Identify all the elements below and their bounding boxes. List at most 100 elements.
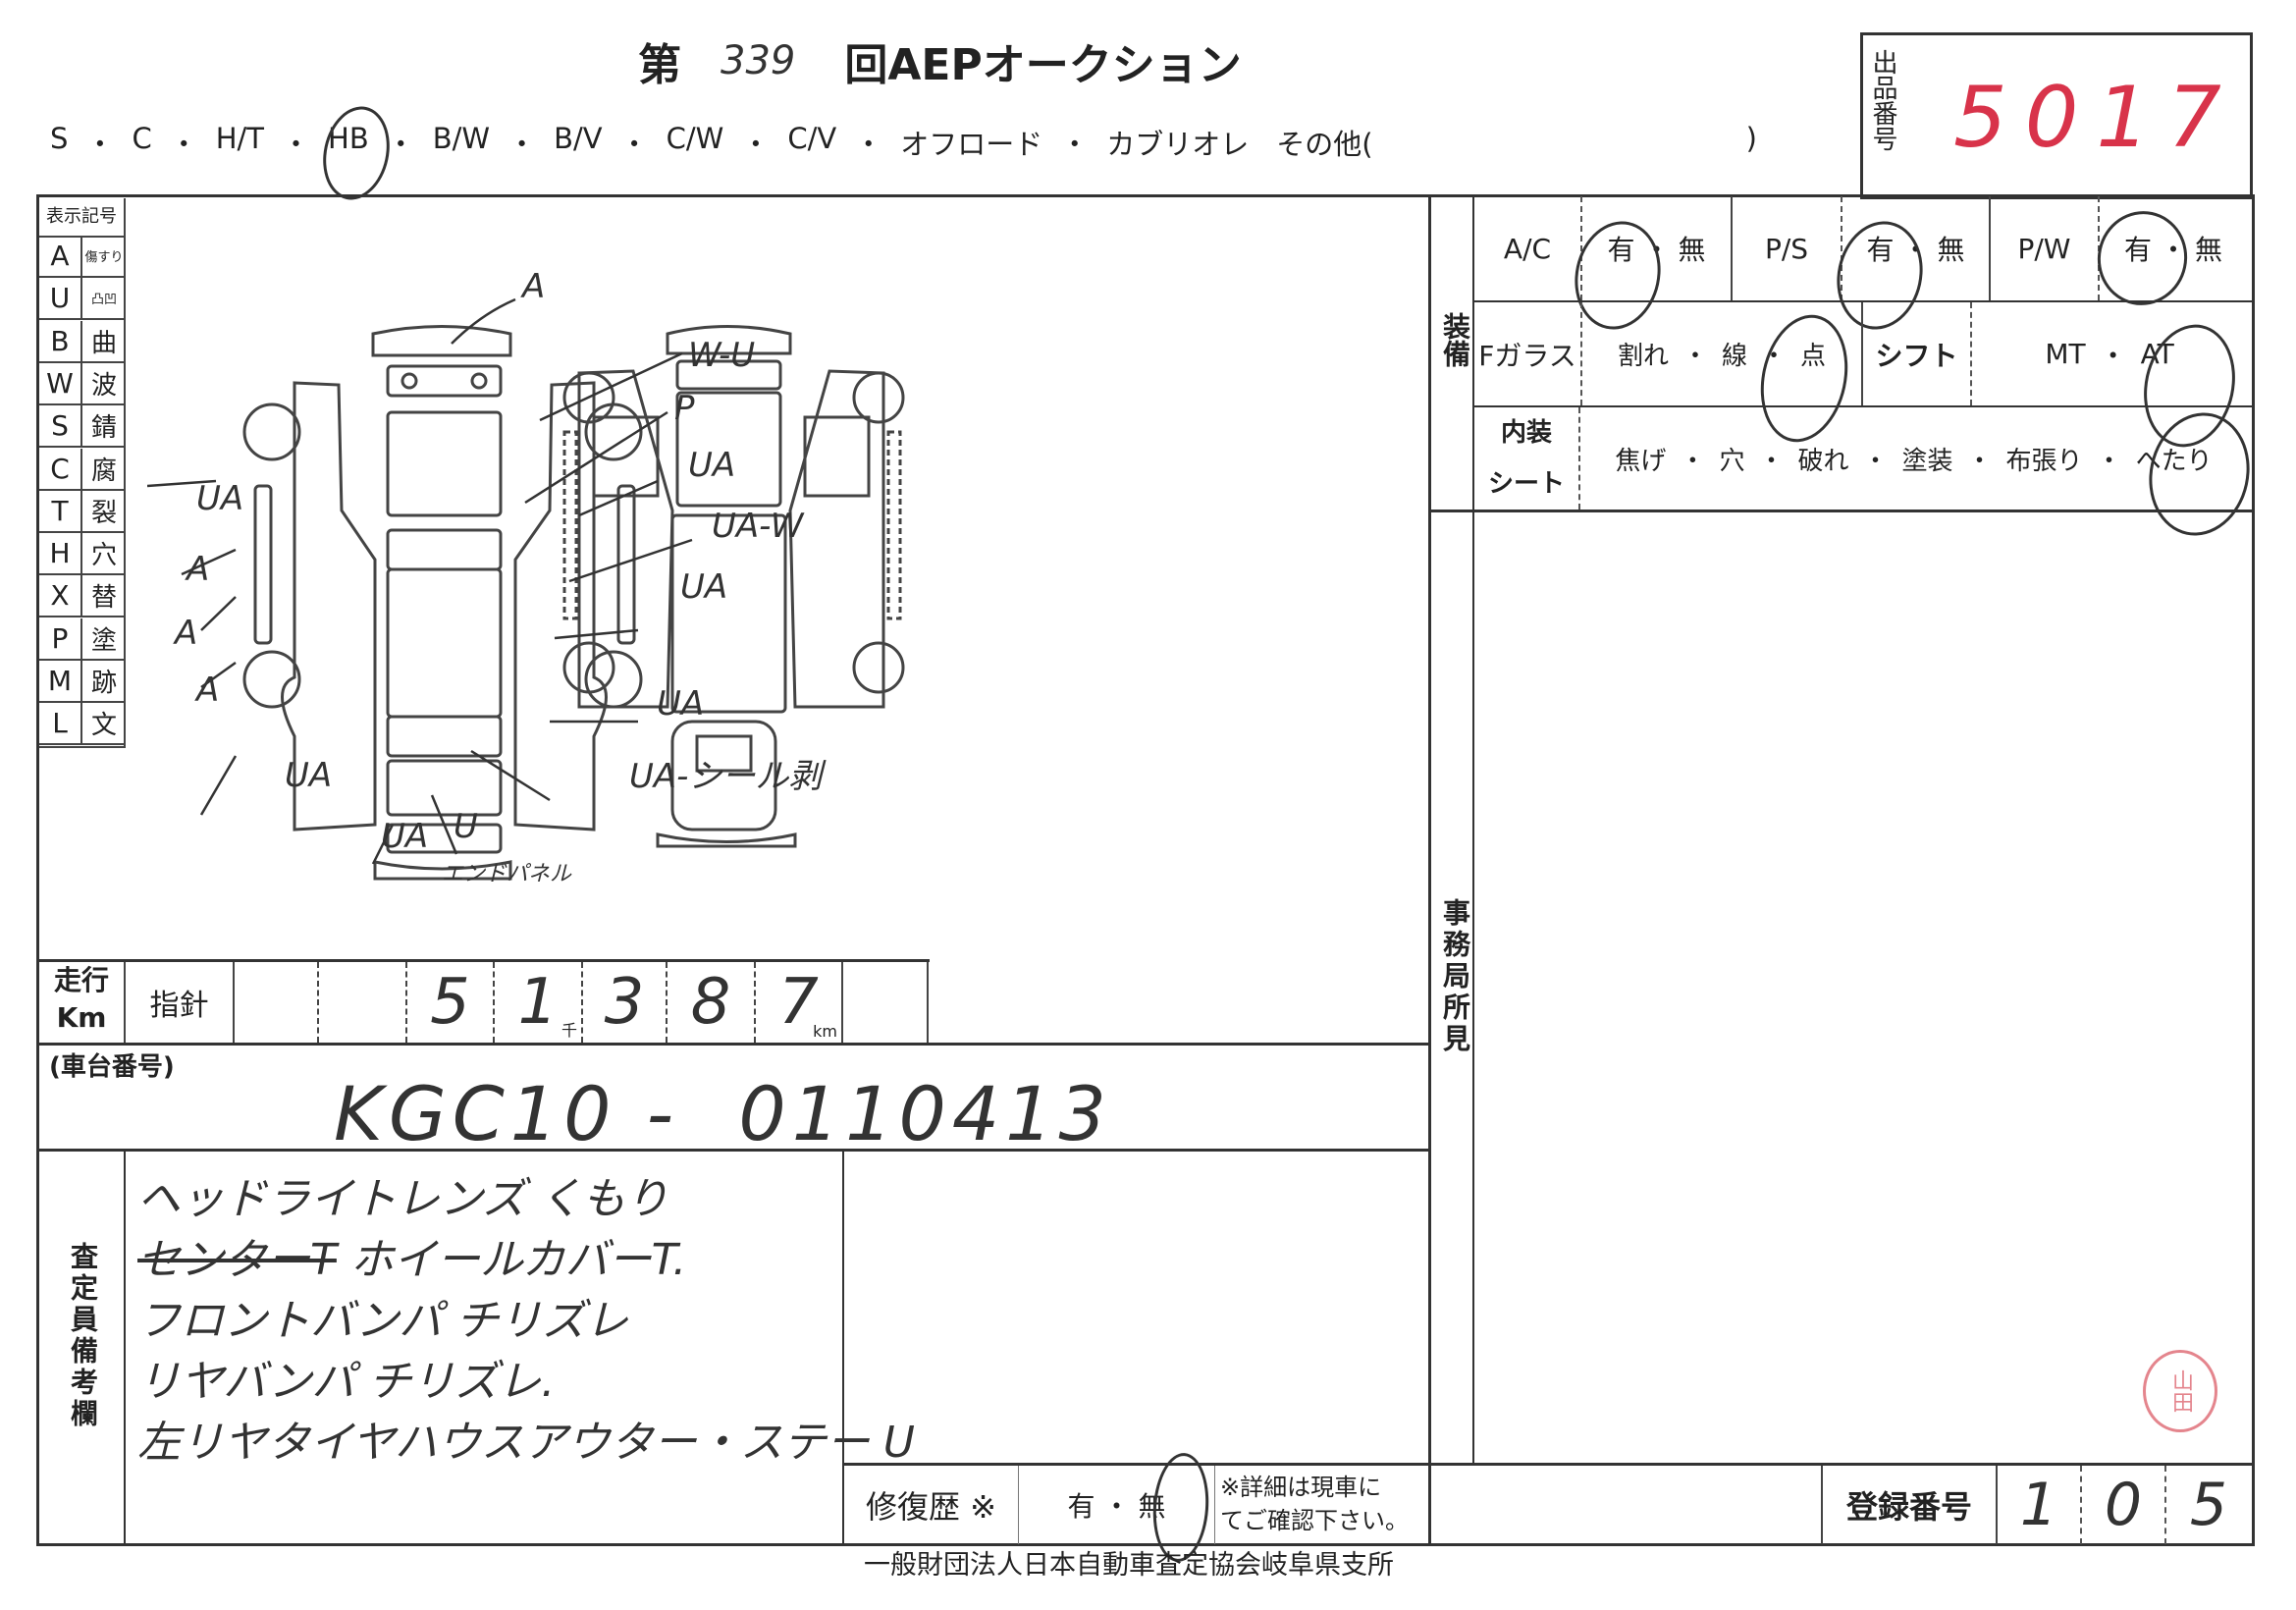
option-shift-opts[interactable]: AT <box>2140 338 2174 370</box>
repair-yes[interactable]: 有 <box>1067 1490 1095 1523</box>
ps-label: P/S <box>1764 232 1809 265</box>
mileage-digit-cell[interactable] <box>235 962 319 1043</box>
mileage-digit-cell[interactable]: 5 <box>407 962 495 1043</box>
legend-code: C <box>39 448 82 489</box>
option-glass-opts[interactable]: 線 <box>1721 342 1747 371</box>
repair-history-options[interactable]: 有・無 <box>1019 1466 1215 1544</box>
body-type-option[interactable]: B/W <box>432 122 491 155</box>
damage-annotation: P <box>674 389 695 428</box>
body-type-other-label: その他( <box>1276 128 1373 161</box>
legend-meaning: 傷すり <box>84 250 124 265</box>
auction-title: 第 339 回AEPオークション <box>638 29 1242 92</box>
mileage-digit-cell[interactable]: 8 <box>667 962 756 1043</box>
body-type-option[interactable]: H/T <box>215 122 264 155</box>
option-glass-opts[interactable]: 割れ <box>1617 342 1669 371</box>
body-type-other-close: ) <box>1745 122 1757 155</box>
body-type-row: S・C・H/T・HB・B/W・B/V・C/W・C/V・オフロード・カブリオレその… <box>44 122 1757 163</box>
repair-note-1: ※詳細は現車に <box>1220 1474 1382 1501</box>
option-interior-opts[interactable]: へたり <box>2135 446 2213 476</box>
option-interior-opts[interactable]: 塗装 <box>1901 446 1953 476</box>
legend-code: W <box>39 362 82 403</box>
pw-yes[interactable]: 有 <box>2123 234 2152 266</box>
office-remarks-label: 事務局所見 <box>1439 898 1471 1055</box>
mileage-digit-cell[interactable] <box>319 962 407 1043</box>
option-shift-opts[interactable]: MT <box>2045 338 2086 370</box>
equip-section-bottom <box>1428 510 2255 512</box>
pw-no[interactable]: 無 <box>2195 234 2223 266</box>
body-type-option[interactable]: カブリオレ <box>1106 128 1250 161</box>
mileage-top-border <box>36 959 930 962</box>
legend-meaning: 腐 <box>90 456 117 486</box>
body-type-option[interactable]: S <box>50 122 69 155</box>
ps-options[interactable]: 有・無 <box>1841 196 1991 300</box>
chassis-label: (車台番号) <box>49 1052 175 1082</box>
option-separator: ・ <box>2096 446 2122 476</box>
registration-digit-cell[interactable]: 5 <box>2166 1466 2251 1544</box>
option-interior-opts[interactable]: 布張り <box>2005 446 2083 476</box>
damage-annotation: UA <box>680 567 728 607</box>
shift-options[interactable]: MT ・ AT <box>1970 302 2247 405</box>
body-type-option[interactable]: C/V <box>787 122 837 155</box>
mileage-digit-cell[interactable] <box>843 962 929 1043</box>
legend-code: P <box>39 617 82 659</box>
footer-organization: 一般財団法人日本自動車査定協会岐阜県支所 <box>864 1550 1394 1581</box>
body-type-option[interactable]: C <box>132 122 152 155</box>
body-type-option[interactable]: HB <box>328 122 369 155</box>
mileage-label: 走行 Km <box>39 962 126 1043</box>
option-interior-opts[interactable]: 破れ <box>1797 446 1849 476</box>
body-type-option[interactable]: C/W <box>666 122 724 155</box>
option-separator: ・ <box>1682 342 1708 371</box>
body-type-option[interactable]: オフロード <box>900 128 1043 161</box>
option-separator: ・ <box>2099 339 2127 372</box>
option-interior-opts[interactable]: 焦げ <box>1615 446 1667 476</box>
damage-annotation: A <box>522 267 546 306</box>
body-type-other-input[interactable] <box>1373 122 1746 163</box>
option-interior-opts[interactable]: 穴 <box>1719 446 1745 476</box>
registration-digit-cell[interactable]: 0 <box>2082 1466 2166 1544</box>
legend-code: X <box>39 575 82 617</box>
remarks-label: 査定員備考欄 <box>67 1242 99 1430</box>
repair-no[interactable]: 無 <box>1138 1490 1166 1523</box>
chassis-number: KGC10 - 0110413 <box>334 1070 1112 1157</box>
registration-digit-cell[interactable]: 1 <box>1998 1466 2082 1544</box>
interior-label-2: シート <box>1487 469 1565 499</box>
round-suffix: 回AEPオークション <box>844 40 1242 90</box>
office-remarks-area[interactable] <box>1474 512 2247 1461</box>
top-view-car-outline <box>242 325 643 881</box>
mileage-label-1: 走行 <box>53 964 109 996</box>
legend-meaning: 替 <box>90 583 117 614</box>
glass-options[interactable]: 割れ・線・点 <box>1580 302 1863 405</box>
km-unit: km <box>813 1022 837 1041</box>
legend-meaning: 錆 <box>90 413 117 444</box>
ps-no[interactable]: 無 <box>1937 234 1965 266</box>
legend-code: U <box>39 278 82 319</box>
body-type-selected-circle <box>314 100 399 206</box>
main-vertical-divider <box>1428 194 1431 1471</box>
body-type-option[interactable]: B/V <box>554 122 603 155</box>
ac-yes[interactable]: 有 <box>1607 234 1635 266</box>
legend-meaning: 塗 <box>90 625 117 656</box>
interior-label-1: 内装 <box>1500 418 1552 448</box>
vehicle-damage-diagram <box>147 297 905 881</box>
legend-meaning: 跡 <box>90 669 117 698</box>
legend-meaning: 穴 <box>90 541 117 571</box>
ac-options[interactable]: 有・無 <box>1580 196 1733 300</box>
legend-meaning: 文 <box>90 711 117 741</box>
remarks-line: リヤバンパ チリズレ. <box>137 1357 556 1407</box>
interior-options[interactable]: 焦げ・穴・破れ・塗装・布張り・へたり <box>1580 407 2247 510</box>
mileage-digit-cell[interactable]: 3 <box>583 962 667 1043</box>
pw-options[interactable]: 有・無 <box>2098 196 2247 300</box>
ps-yes[interactable]: 有 <box>1866 234 1895 266</box>
option-glass-opts[interactable]: 点 <box>1800 342 1827 371</box>
damage-annotation: エンドパネル <box>442 862 572 886</box>
ac-no[interactable]: 無 <box>1678 234 1706 266</box>
interior-label: 内装 シート <box>1474 407 1580 510</box>
equip-row-divider <box>1472 405 2255 407</box>
